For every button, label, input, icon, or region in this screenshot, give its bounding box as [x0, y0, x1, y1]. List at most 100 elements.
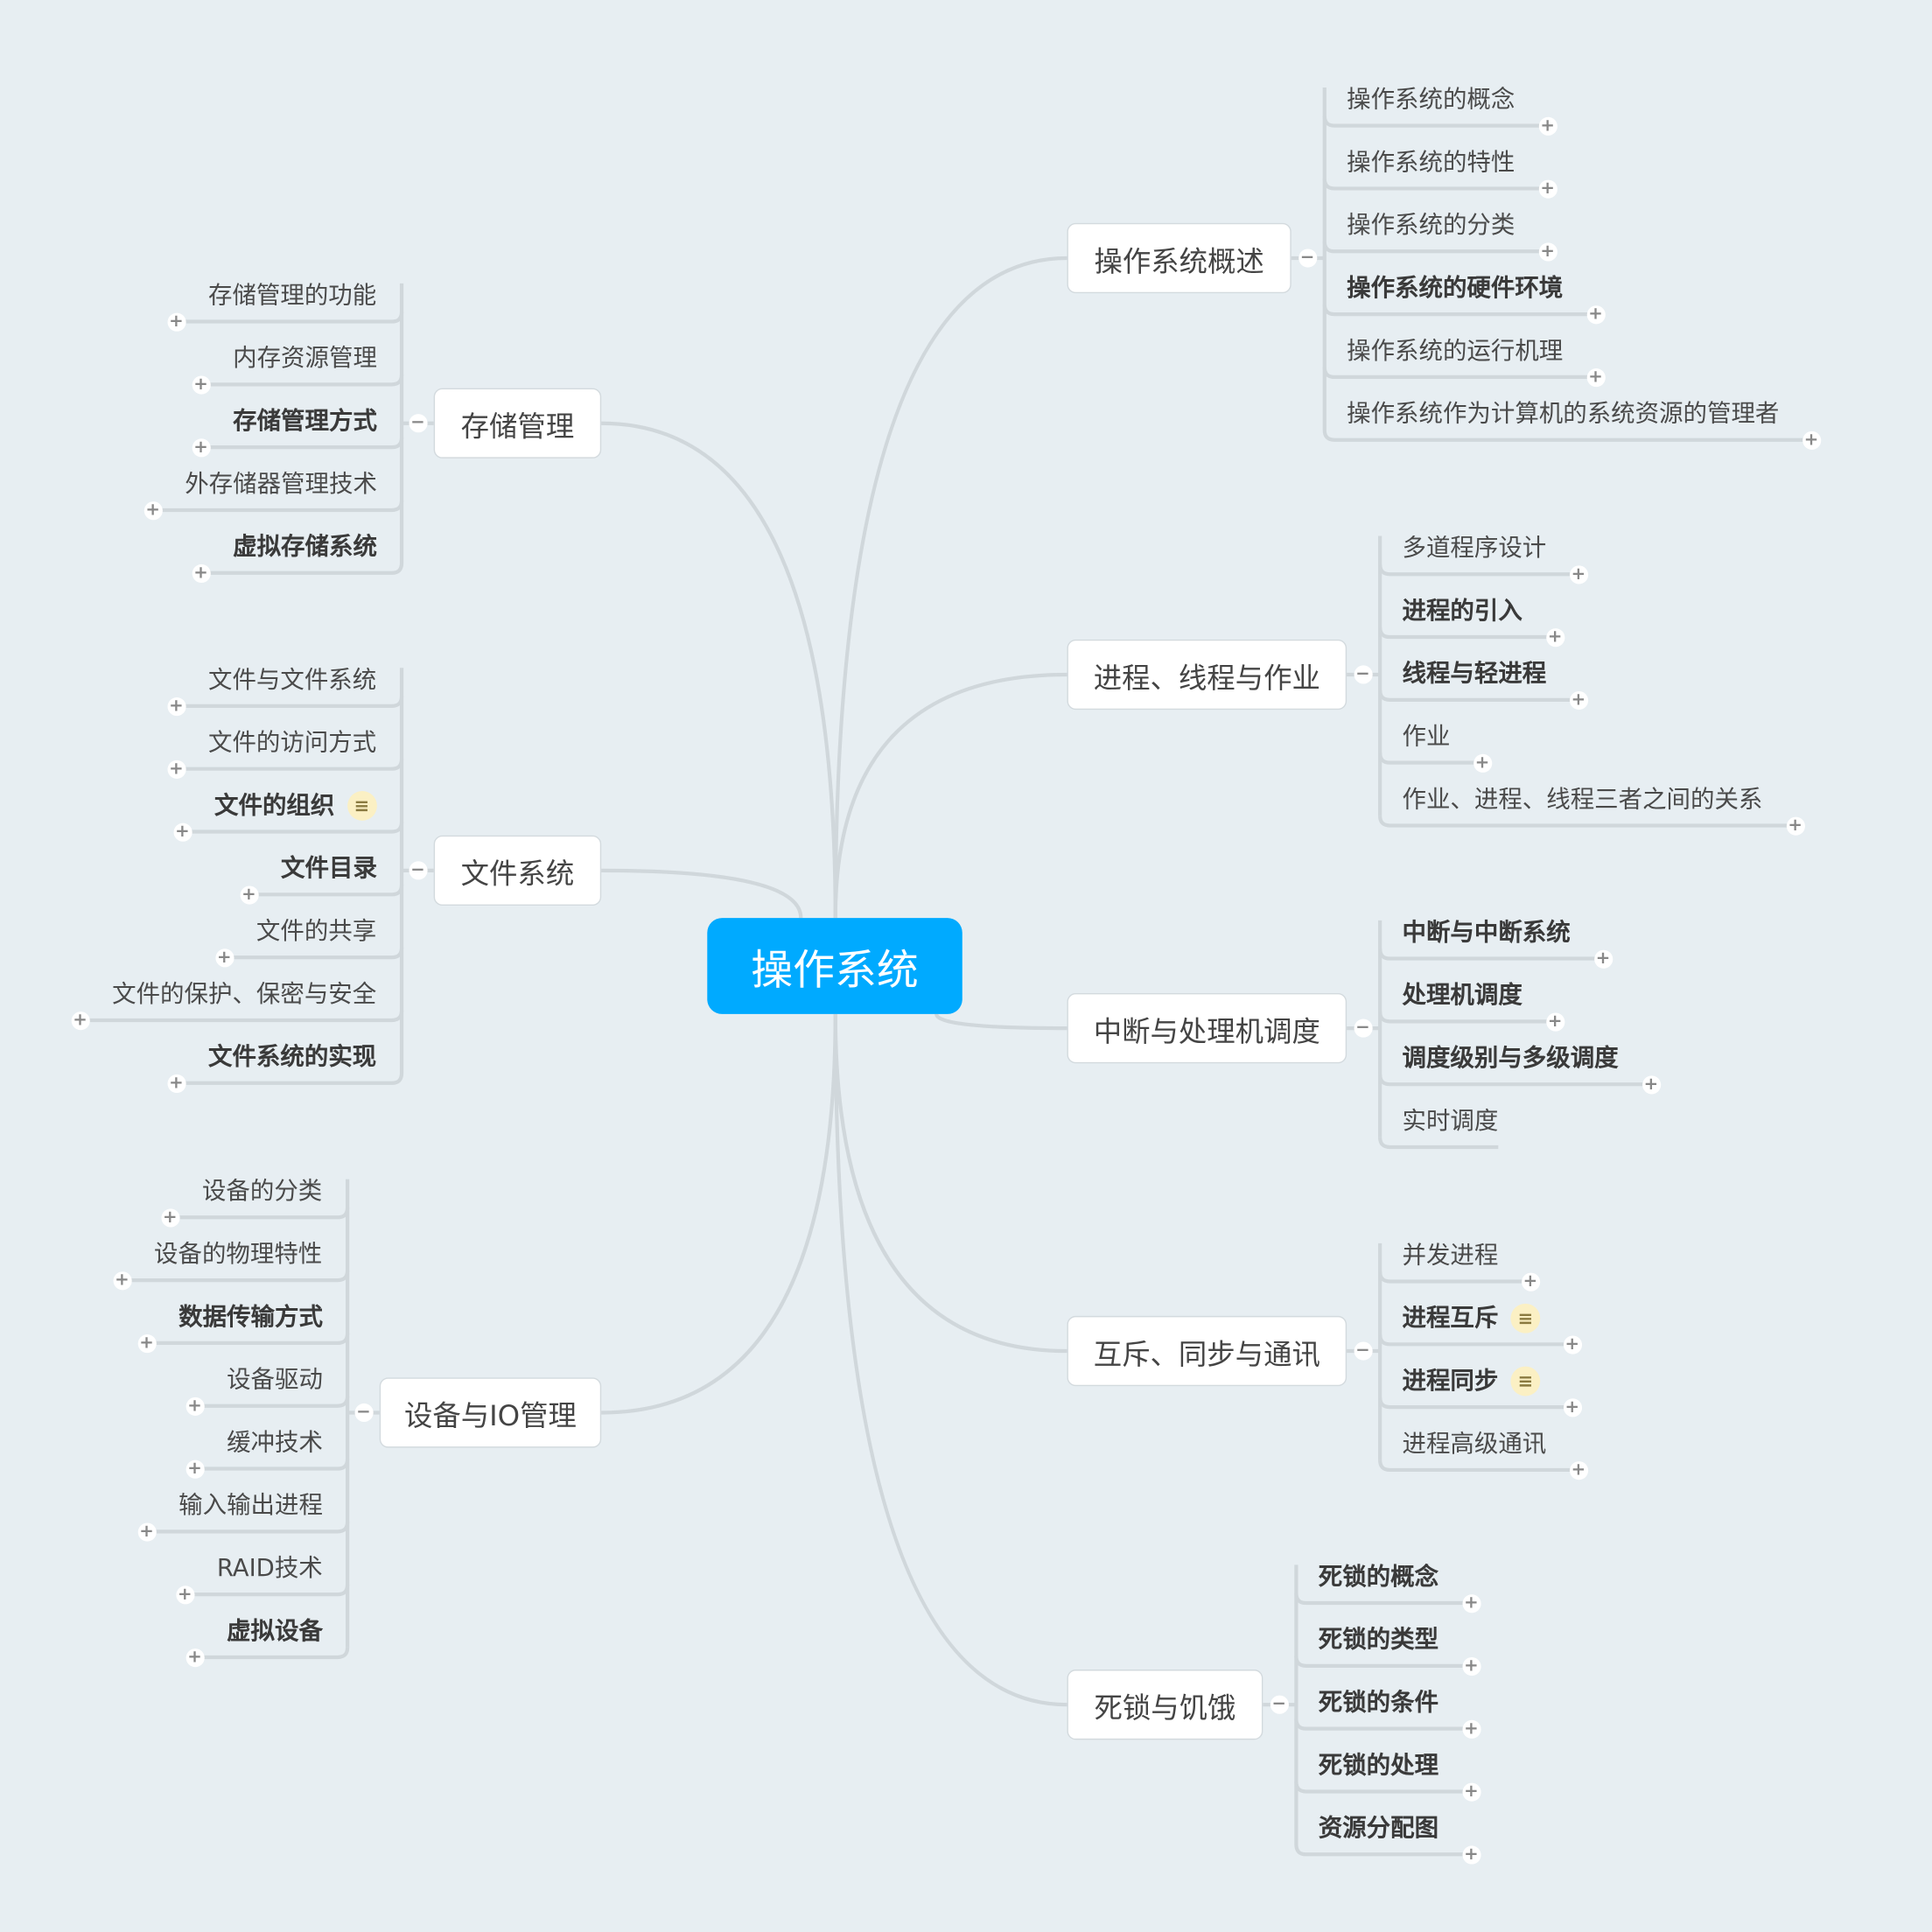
subtopic[interactable]: 并发进程	[1402, 1237, 1498, 1274]
subtopic[interactable]: 处理机调度	[1402, 977, 1522, 1014]
expand-plus-icon[interactable]: +	[1802, 430, 1821, 450]
subtopic[interactable]: 外存储器管理技术	[185, 466, 377, 502]
note-icon[interactable]: ≡	[1510, 1366, 1541, 1396]
main-topic[interactable]: 进程、线程与作业	[1067, 639, 1348, 710]
expand-plus-icon[interactable]: +	[185, 1648, 205, 1667]
expand-plus-icon[interactable]: +	[70, 1011, 90, 1030]
expand-plus-icon[interactable]: +	[191, 374, 211, 394]
expand-plus-icon[interactable]: +	[172, 822, 192, 842]
expand-plus-icon[interactable]: +	[1461, 1656, 1480, 1676]
subtopic[interactable]: 多道程序设计	[1402, 530, 1546, 567]
subtopic[interactable]: 数据传输方式	[178, 1298, 323, 1335]
expand-plus-icon[interactable]: +	[1563, 1334, 1582, 1354]
expand-plus-icon[interactable]: +	[185, 1396, 205, 1416]
expand-plus-icon[interactable]: +	[1538, 178, 1558, 199]
expand-plus-icon[interactable]: +	[137, 1334, 157, 1353]
main-topic[interactable]: 文件系统	[433, 835, 602, 906]
subtopic[interactable]: 死锁的类型	[1319, 1621, 1438, 1658]
subtopic[interactable]: 中断与中断系统	[1402, 914, 1570, 951]
subtopic[interactable]: 进程高级通讯	[1402, 1425, 1546, 1462]
expand-plus-icon[interactable]: +	[112, 1270, 131, 1290]
subtopic[interactable]: 作业、进程、线程三者之间的关系	[1402, 781, 1762, 818]
expand-plus-icon[interactable]: +	[1586, 304, 1606, 324]
expand-plus-icon[interactable]: +	[166, 312, 186, 332]
note-icon[interactable]: ≡	[1510, 1303, 1541, 1334]
subtopic[interactable]: 缓冲技术	[227, 1424, 323, 1461]
collapse-minus-icon[interactable]: −	[408, 861, 427, 880]
collapse-minus-icon[interactable]: −	[1353, 1341, 1372, 1361]
subtopic[interactable]: 文件系统的实现	[208, 1039, 376, 1075]
subtopic[interactable]: 线程与轻进程	[1402, 655, 1546, 692]
subtopic[interactable]: 虚拟设备	[227, 1613, 323, 1649]
expand-plus-icon[interactable]: +	[1586, 368, 1606, 387]
subtopic[interactable]: 文件的组织≡	[214, 788, 377, 824]
subtopic[interactable]: 操作系统的运行机理	[1347, 332, 1563, 369]
subtopic[interactable]: 设备的物理特性	[154, 1236, 322, 1272]
subtopic[interactable]: 设备驱动	[227, 1362, 323, 1398]
expand-plus-icon[interactable]: +	[1521, 1271, 1540, 1292]
subtopic[interactable]: 存储管理方式	[233, 402, 377, 439]
subtopic[interactable]: 设备的分类	[202, 1173, 322, 1210]
subtopic[interactable]: 操作系统的硬件环境	[1347, 270, 1563, 306]
expand-plus-icon[interactable]: +	[1786, 816, 1805, 836]
subtopic[interactable]: 操作系统的特性	[1347, 144, 1515, 181]
subtopic[interactable]: 操作系统的概念	[1347, 81, 1515, 118]
subtopic[interactable]: 死锁的处理	[1319, 1747, 1438, 1784]
expand-plus-icon[interactable]: +	[214, 948, 234, 967]
central-topic[interactable]: 操作系统	[707, 918, 962, 1014]
subtopic[interactable]: 虚拟存储系统	[233, 528, 377, 565]
collapse-minus-icon[interactable]: −	[408, 413, 427, 433]
expand-plus-icon[interactable]: +	[1569, 564, 1588, 584]
expand-plus-icon[interactable]: +	[1461, 1844, 1480, 1864]
expand-plus-icon[interactable]: +	[1593, 948, 1613, 969]
expand-plus-icon[interactable]: +	[175, 1585, 194, 1604]
subtopic[interactable]: 操作系统的分类	[1347, 207, 1515, 244]
note-icon[interactable]: ≡	[346, 791, 377, 821]
expand-plus-icon[interactable]: +	[166, 696, 186, 716]
subtopic[interactable]: 进程同步≡	[1402, 1362, 1541, 1399]
subtopic[interactable]: 进程互斥≡	[1402, 1300, 1541, 1337]
collapse-minus-icon[interactable]: −	[354, 1403, 373, 1423]
subtopic[interactable]: 文件与文件系统	[208, 662, 376, 698]
main-topic[interactable]: 操作系统概述	[1067, 222, 1292, 294]
subtopic[interactable]: 文件的访问方式	[208, 724, 376, 761]
subtopic[interactable]: 文件的保护、保密与安全	[112, 976, 376, 1012]
expand-plus-icon[interactable]: +	[239, 885, 259, 904]
expand-plus-icon[interactable]: +	[1569, 1460, 1588, 1480]
subtopic[interactable]: RAID技术	[217, 1550, 323, 1586]
collapse-minus-icon[interactable]: −	[1298, 248, 1317, 268]
main-topic[interactable]: 存储管理	[433, 388, 602, 458]
subtopic[interactable]: 内存资源管理	[233, 340, 377, 377]
expand-plus-icon[interactable]: +	[160, 1208, 179, 1227]
subtopic[interactable]: 存储管理的功能	[208, 277, 376, 314]
collapse-minus-icon[interactable]: −	[1270, 1695, 1289, 1714]
subtopic[interactable]: 文件目录	[281, 850, 377, 887]
expand-plus-icon[interactable]: +	[1473, 752, 1492, 773]
subtopic[interactable]: 操作系统作为计算机的系统资源的管理者	[1347, 396, 1779, 432]
expand-plus-icon[interactable]: +	[1545, 1012, 1564, 1031]
subtopic[interactable]: 文件的共享	[256, 913, 376, 949]
expand-plus-icon[interactable]: +	[1569, 690, 1588, 710]
expand-plus-icon[interactable]: +	[191, 564, 211, 583]
expand-plus-icon[interactable]: +	[144, 500, 163, 520]
subtopic[interactable]: 调度级别与多级调度	[1402, 1040, 1618, 1076]
subtopic[interactable]: 输入输出进程	[178, 1488, 323, 1524]
expand-plus-icon[interactable]: +	[166, 1074, 186, 1093]
expand-plus-icon[interactable]: +	[137, 1522, 157, 1541]
expand-plus-icon[interactable]: +	[1461, 1593, 1480, 1613]
subtopic[interactable]: 死锁的条件	[1319, 1684, 1438, 1721]
expand-plus-icon[interactable]: +	[191, 438, 211, 457]
expand-plus-icon[interactable]: +	[185, 1459, 205, 1479]
main-topic[interactable]: 死锁与饥饿	[1067, 1670, 1264, 1740]
collapse-minus-icon[interactable]: −	[1353, 1018, 1372, 1038]
expand-plus-icon[interactable]: +	[1538, 116, 1558, 136]
expand-plus-icon[interactable]: +	[1545, 627, 1564, 647]
subtopic[interactable]: 资源分配图	[1319, 1810, 1438, 1847]
main-topic[interactable]: 设备与IO管理	[379, 1377, 602, 1448]
expand-plus-icon[interactable]: +	[1642, 1074, 1661, 1094]
expand-plus-icon[interactable]: +	[166, 759, 186, 779]
subtopic[interactable]: 死锁的概念	[1319, 1558, 1438, 1595]
subtopic[interactable]: 作业	[1402, 718, 1450, 755]
subtopic[interactable]: 实时调度	[1402, 1102, 1498, 1139]
expand-plus-icon[interactable]: +	[1538, 242, 1558, 261]
